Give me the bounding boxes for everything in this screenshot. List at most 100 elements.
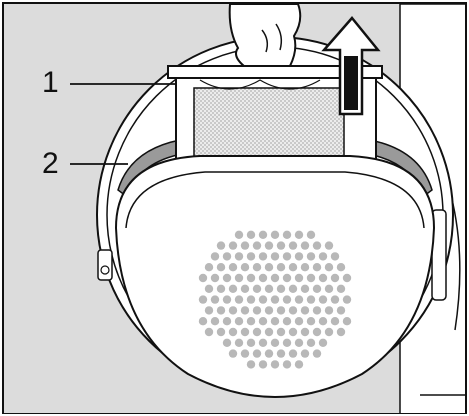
vent-hole: [234, 295, 244, 304]
vent-hole: [306, 317, 316, 326]
vent-hole: [228, 306, 238, 315]
vent-hole: [288, 327, 298, 337]
vent-hole: [228, 241, 238, 250]
vent-hole: [300, 306, 310, 315]
vent-hole: [234, 252, 244, 261]
vent-hole: [240, 263, 250, 272]
vent-hole: [276, 327, 286, 337]
vent-hole: [312, 306, 322, 315]
vent-hole: [288, 241, 298, 250]
vent-hole: [258, 338, 268, 347]
vent-hole: [258, 360, 268, 369]
vent-hole: [312, 241, 322, 250]
vent-hole: [258, 273, 268, 283]
vent-hole: [264, 241, 274, 250]
vent-hole: [294, 230, 304, 239]
vent-hole: [282, 273, 292, 283]
vent-hole: [270, 360, 280, 369]
vent-hole: [222, 338, 232, 347]
vent-hole: [258, 230, 268, 239]
vent-hole: [294, 338, 304, 347]
vent-hole: [336, 306, 346, 315]
vent-hole: [234, 273, 244, 283]
vent-hole: [300, 327, 310, 337]
vent-hole: [210, 273, 220, 283]
vent-hole: [270, 252, 280, 261]
vent-hole: [216, 284, 226, 293]
vent-hole: [336, 327, 346, 337]
fluff-filter-mesh: [193, 87, 345, 161]
callout-label-1: 1: [42, 66, 59, 99]
vent-hole: [204, 263, 214, 272]
vent-hole: [210, 252, 220, 261]
vent-hole: [252, 327, 262, 337]
vent-hole: [264, 306, 274, 315]
vent-hole: [312, 349, 322, 358]
vent-hole: [222, 252, 232, 261]
vent-hole: [276, 349, 286, 358]
vent-hole: [282, 252, 292, 261]
vent-hole: [258, 252, 268, 261]
vent-hole: [240, 241, 250, 250]
vent-hole: [294, 295, 304, 304]
vent-hole: [324, 263, 334, 272]
vent-hole: [276, 306, 286, 315]
vent-hole: [252, 306, 262, 315]
vent-hole: [270, 317, 280, 326]
vent-hole: [288, 263, 298, 272]
vent-hole: [288, 349, 298, 358]
vent-hole: [246, 360, 256, 369]
vent-hole: [210, 317, 220, 326]
vent-hole: [324, 284, 334, 293]
vent-hole: [318, 295, 328, 304]
vent-hole: [216, 241, 226, 250]
vent-hole: [234, 317, 244, 326]
vent-hole: [336, 263, 346, 272]
vent-hole: [294, 360, 304, 369]
vent-hole: [312, 284, 322, 293]
vent-hole: [222, 317, 232, 326]
vent-hole: [234, 230, 244, 239]
vent-hole: [258, 317, 268, 326]
latch-left: [97, 249, 113, 281]
vent-hole: [288, 284, 298, 293]
vent-hole: [318, 273, 328, 283]
vent-hole: [246, 338, 256, 347]
vent-hole: [270, 273, 280, 283]
vent-hole: [330, 295, 340, 304]
vent-hole: [306, 295, 316, 304]
vent-hole: [288, 306, 298, 315]
vent-hole: [198, 317, 208, 326]
vent-hole: [210, 295, 220, 304]
vent-hole: [204, 306, 214, 315]
vent-hole: [264, 284, 274, 293]
vent-hole: [246, 317, 256, 326]
vent-hole: [294, 252, 304, 261]
vent-hole: [306, 252, 316, 261]
vent-hole: [306, 338, 316, 347]
vent-hole: [312, 327, 322, 337]
vent-hole: [228, 349, 238, 358]
vent-hole: [324, 306, 334, 315]
vent-hole: [264, 349, 274, 358]
vent-hole: [324, 241, 334, 250]
vent-hole: [318, 317, 328, 326]
vent-hole: [282, 317, 292, 326]
vent-hole: [252, 241, 262, 250]
vent-holes: [198, 230, 352, 369]
vent-hole: [228, 263, 238, 272]
vent-hole: [216, 306, 226, 315]
vent-hole: [336, 284, 346, 293]
vent-hole: [240, 306, 250, 315]
vent-hole: [300, 263, 310, 272]
vent-hole: [246, 295, 256, 304]
vent-hole: [204, 284, 214, 293]
vent-hole: [330, 252, 340, 261]
vent-hole: [276, 241, 286, 250]
vent-hole: [258, 295, 268, 304]
vent-hole: [198, 273, 208, 283]
vent-hole: [306, 273, 316, 283]
vent-hole: [246, 230, 256, 239]
vent-hole: [222, 273, 232, 283]
